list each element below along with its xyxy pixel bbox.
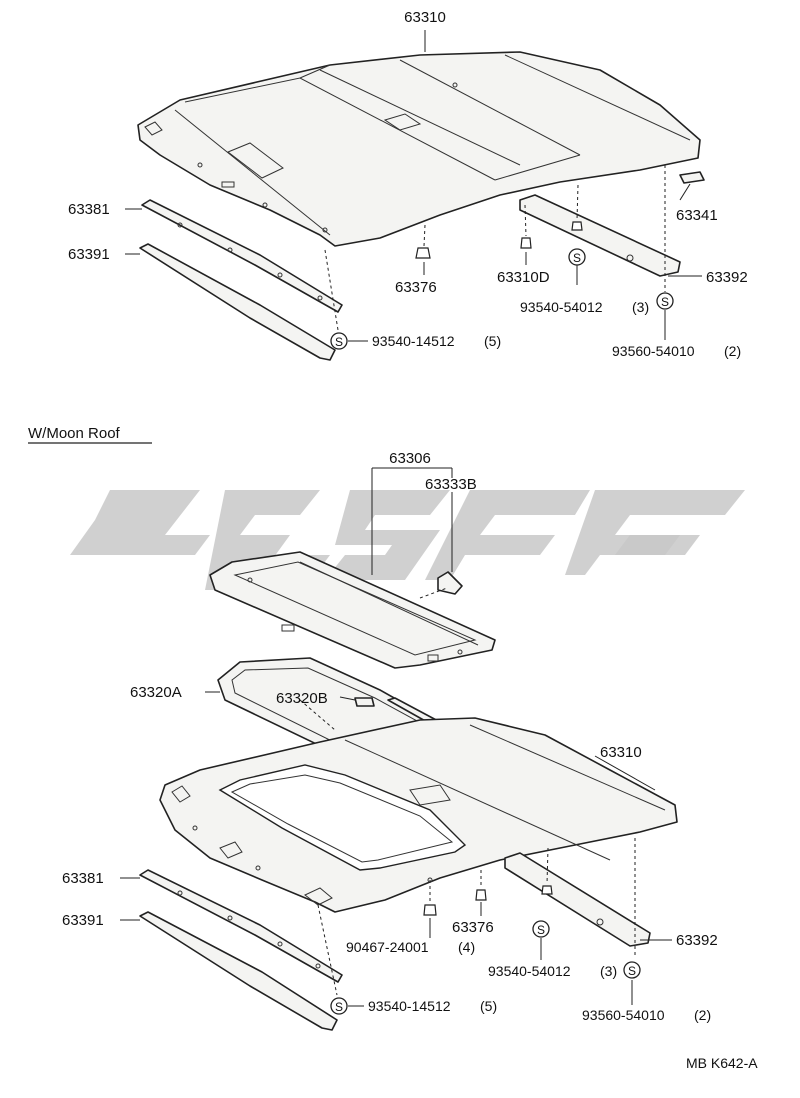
label-top-93560-54010-qty: (2) <box>724 343 741 359</box>
bottom-front-trim <box>139 911 338 1031</box>
label-top-63341: 63341 <box>676 207 718 224</box>
svg-text:S: S <box>335 335 343 349</box>
watermark-logo <box>70 490 745 590</box>
top-front-rail <box>141 199 343 313</box>
label-bottom-93540-14512-qty: (5) <box>480 998 497 1014</box>
label-top-93540-14512: 93540-14512 <box>372 333 455 349</box>
label-bottom-90467-24001: 90467-24001 <box>346 939 429 955</box>
label-bottom-63376: 63376 <box>452 919 494 936</box>
svg-text:S: S <box>661 295 669 309</box>
label-top-93560-54010: 93560-54010 <box>612 343 695 359</box>
bottom-rear-bracket <box>504 852 651 947</box>
sunshade-knob <box>437 571 463 595</box>
section-title-moon-roof: W/Moon Roof <box>28 425 121 442</box>
label-bottom-93540-54012-qty: (3) <box>600 963 617 979</box>
sunshade-panel <box>209 551 496 669</box>
label-top-63310: 63310 <box>404 9 446 26</box>
bottom-clip-90467 <box>423 904 437 916</box>
screw-symbol-top-front: S <box>330 332 348 350</box>
top-clip-63310d <box>520 237 532 249</box>
label-bottom-63381: 63381 <box>62 870 104 887</box>
bottom-headliner <box>159 717 678 913</box>
label-bottom-63320b: 63320B <box>276 690 328 707</box>
label-top-93540-14512-qty: (5) <box>484 333 501 349</box>
label-bottom-90467-24001-qty: (4) <box>458 939 475 955</box>
label-top-63376: 63376 <box>395 279 437 296</box>
label-bottom-93540-14512: 93540-14512 <box>368 998 451 1014</box>
svg-text:S: S <box>335 1000 343 1014</box>
label-top-63391: 63391 <box>68 246 110 263</box>
label-bottom-93540-54012: 93540-54012 <box>488 963 571 979</box>
label-bottom-63310: 63310 <box>600 744 642 761</box>
label-top-93540-54012-qty: (3) <box>632 299 649 315</box>
top-front-trim <box>139 243 336 361</box>
svg-text:S: S <box>573 251 581 265</box>
label-bottom-63392: 63392 <box>676 932 718 949</box>
screw-symbol-bottom-mid: S <box>532 920 550 938</box>
svg-text:S: S <box>537 923 545 937</box>
bottom-front-rail <box>139 869 343 983</box>
bottom-clip-mid <box>541 885 553 895</box>
screw-symbol-bottom-front: S <box>330 997 348 1015</box>
label-top-63392: 63392 <box>706 269 748 286</box>
svg-text:S: S <box>628 964 636 978</box>
top-pad <box>679 171 705 184</box>
label-bottom-63306: 63306 <box>389 450 431 467</box>
screw-symbol-top-rear: S <box>656 292 674 310</box>
top-headliner <box>137 51 701 247</box>
label-bottom-63333b: 63333B <box>425 476 477 493</box>
screw-symbol-bottom-rear: S <box>623 961 641 979</box>
top-clip-mid <box>571 221 583 231</box>
label-bottom-93560-54010-qty: (2) <box>694 1007 711 1023</box>
top-rear-bracket <box>519 194 681 277</box>
diagram-code: MB K642-A <box>686 1055 758 1071</box>
label-bottom-63320a: 63320A <box>130 684 182 701</box>
screw-symbol-top-mid: S <box>568 248 586 266</box>
bottom-clip-63376 <box>475 889 487 901</box>
label-bottom-93560-54010: 93560-54010 <box>582 1007 665 1023</box>
label-top-63381: 63381 <box>68 201 110 218</box>
top-clip-63376 <box>415 247 431 259</box>
label-top-63310d: 63310D <box>497 269 550 286</box>
label-top-93540-54012: 93540-54012 <box>520 299 603 315</box>
label-bottom-63391: 63391 <box>62 912 104 929</box>
